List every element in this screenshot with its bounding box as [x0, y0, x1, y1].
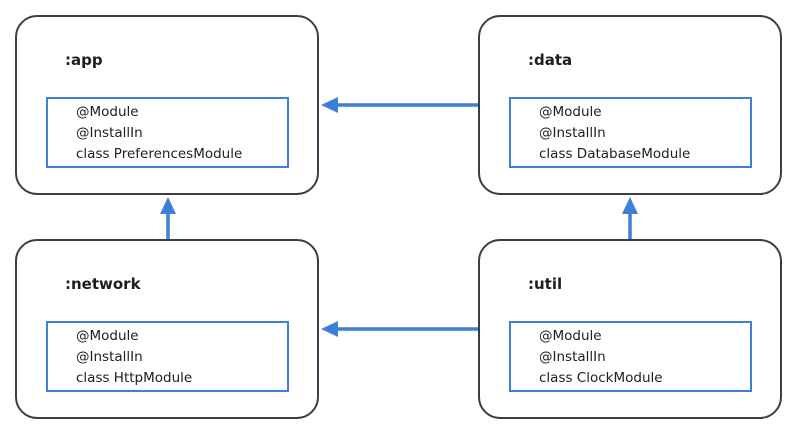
- class-declaration: class HttpModule: [76, 370, 193, 386]
- annotation-line: @InstallIn: [76, 349, 143, 365]
- arrow-util-to-network: [321, 321, 478, 337]
- module-title-data: :data: [528, 51, 573, 69]
- annotation-line: @InstallIn: [539, 125, 606, 141]
- class-declaration: class ClockModule: [539, 370, 663, 386]
- arrow-data-to-app: [321, 97, 478, 113]
- arrow-util-to-data: [622, 197, 638, 239]
- class-declaration: class DatabaseModule: [539, 146, 691, 162]
- annotation-box-app: @Module @InstallIn class PreferencesModu…: [46, 97, 289, 168]
- module-title-network: :network: [65, 275, 141, 293]
- annotation-line: @Module: [539, 104, 602, 120]
- annotation-box-network: @Module @InstallIn class HttpModule: [46, 321, 289, 392]
- annotation-line: @Module: [539, 328, 602, 344]
- annotation-box-util: @Module @InstallIn class ClockModule: [509, 321, 752, 392]
- annotation-line: @Module: [76, 328, 139, 344]
- module-card-data: :data @Module @InstallIn class DatabaseM…: [478, 15, 782, 195]
- annotation-line: @Module: [76, 104, 139, 120]
- module-card-util: :util @Module @InstallIn class ClockModu…: [478, 239, 782, 419]
- module-card-app: :app @Module @InstallIn class Preference…: [15, 15, 319, 195]
- annotation-line: @InstallIn: [76, 125, 143, 141]
- module-card-network: :network @Module @InstallIn class HttpMo…: [15, 239, 319, 419]
- annotation-line: @InstallIn: [539, 349, 606, 365]
- arrow-network-to-app: [160, 197, 176, 239]
- module-title-app: :app: [65, 51, 103, 69]
- module-title-util: :util: [528, 275, 563, 293]
- annotation-box-data: @Module @InstallIn class DatabaseModule: [509, 97, 752, 168]
- class-declaration: class PreferencesModule: [76, 146, 243, 162]
